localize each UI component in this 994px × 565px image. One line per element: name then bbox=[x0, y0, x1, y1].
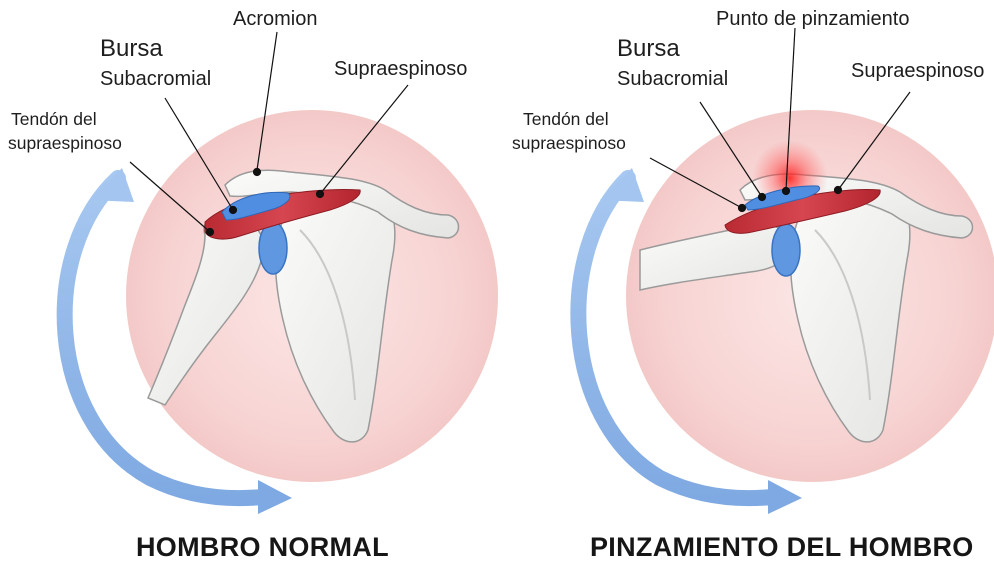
label-bursa-subacromial: Subacromial bbox=[617, 68, 728, 90]
glenoid-labrum bbox=[772, 224, 800, 276]
label-tendon-line2: supraespinoso bbox=[8, 134, 122, 154]
label-bursa: Bursa bbox=[100, 36, 163, 63]
label-tendon-line2: supraespinoso bbox=[512, 134, 626, 154]
caption-normal: HOMBRO NORMAL bbox=[136, 532, 389, 563]
impingement-shoulder bbox=[578, 28, 994, 514]
label-tendon-line1: Tendón del bbox=[11, 110, 97, 130]
label-supraespinoso: Supraespinoso bbox=[851, 60, 984, 82]
label-supraespinoso: Supraespinoso bbox=[334, 58, 467, 80]
label-tendon-line1: Tendón del bbox=[523, 110, 609, 130]
normal-shoulder bbox=[65, 32, 498, 514]
glenoid-labrum bbox=[259, 222, 287, 274]
label-bursa-subacromial: Subacromial bbox=[100, 68, 211, 90]
label-bursa: Bursa bbox=[617, 36, 680, 63]
label-punto-pinzamiento: Punto de pinzamiento bbox=[716, 8, 909, 30]
caption-impingement: PINZAMIENTO DEL HOMBRO bbox=[590, 532, 974, 563]
label-acromion: Acromion bbox=[233, 8, 317, 30]
